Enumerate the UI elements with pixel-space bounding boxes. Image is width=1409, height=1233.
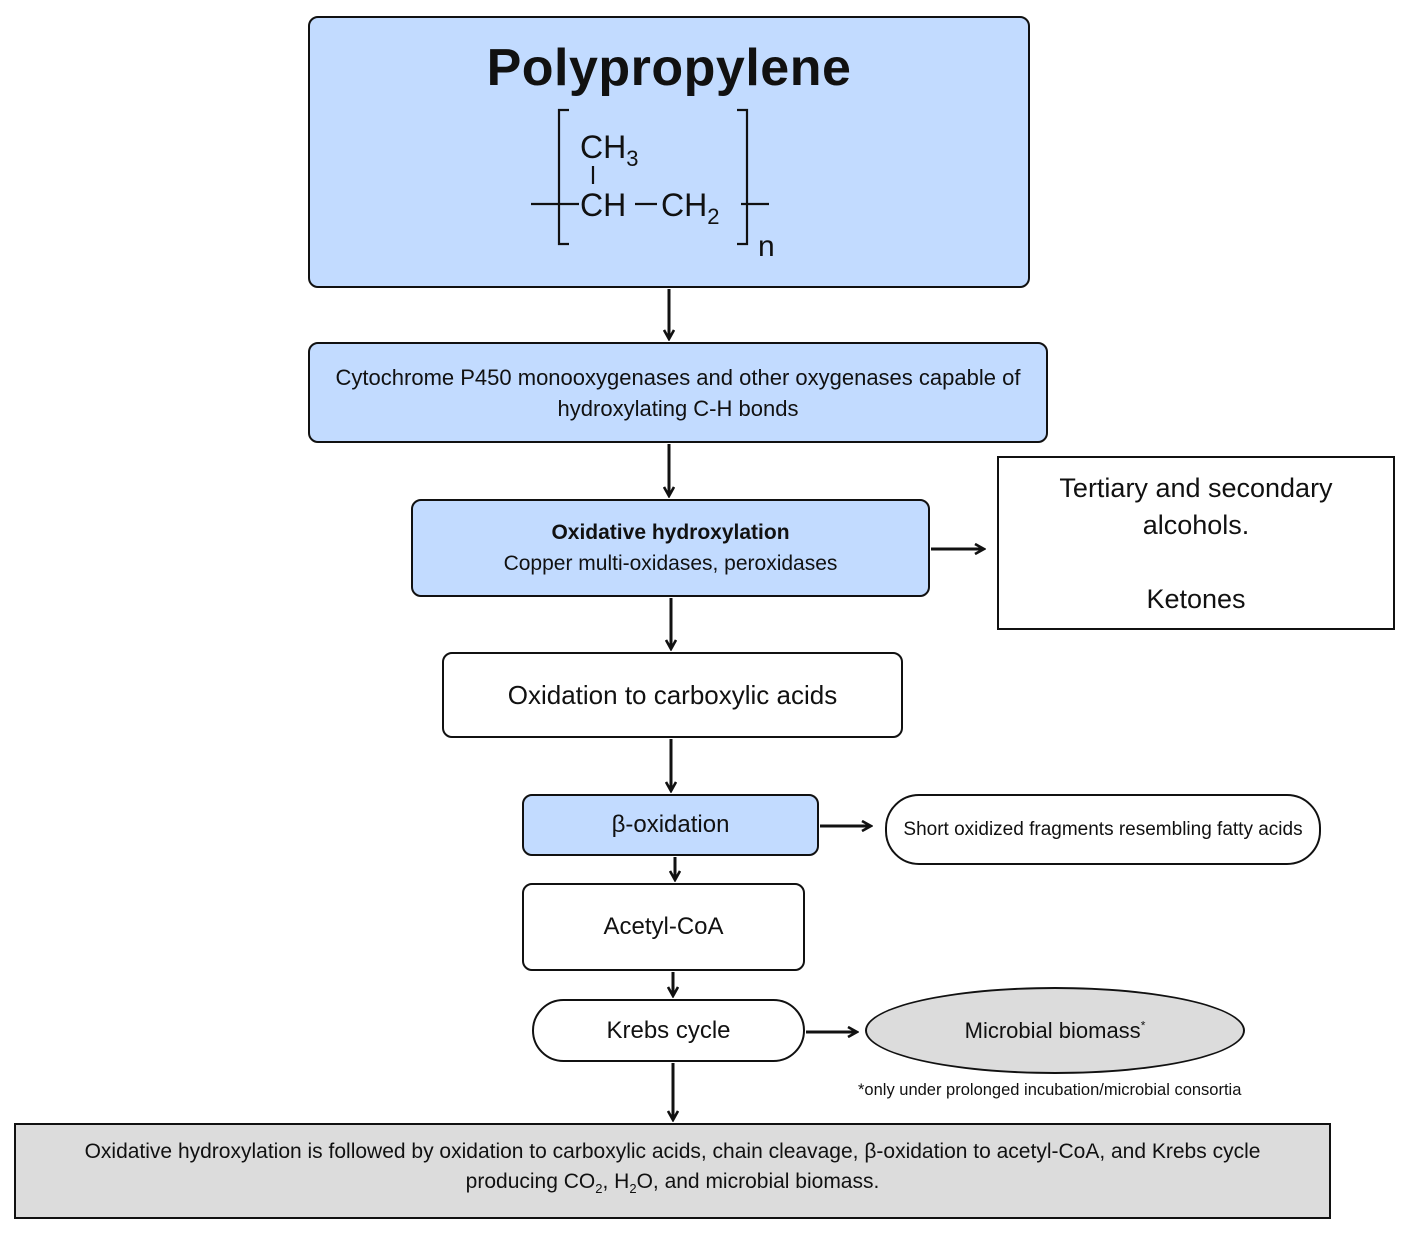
carboxylic-acids-text: Oxidation to carboxylic acids bbox=[507, 679, 838, 710]
oxidative-hydroxylation-subtitle: Copper multi-oxidases, peroxidases bbox=[503, 552, 838, 575]
fragments-text: Short oxidized fragments resembling fatt… bbox=[903, 819, 1303, 840]
struct-repeat-n: n bbox=[758, 230, 775, 263]
alcohols-text: Tertiary and secondary alcohols. bbox=[1059, 473, 1333, 540]
struct-top-group: CH bbox=[580, 129, 626, 165]
struct-chain-right: CH bbox=[661, 187, 707, 223]
beta-oxidation-box: β-oxidation bbox=[522, 794, 819, 856]
enzymes-box: Cytochrome P450 monooxygenases and other… bbox=[308, 342, 1048, 443]
krebs-cycle-text: Krebs cycle bbox=[606, 1016, 731, 1044]
svg-text:CH2: CH2 bbox=[661, 187, 719, 229]
microbial-biomass-mark: * bbox=[1140, 1018, 1146, 1033]
summary-text: Oxidative hydroxylation is followed by o… bbox=[84, 1140, 1261, 1197]
beta-oxidation-text: β-oxidation bbox=[611, 811, 730, 838]
oxidative-hydroxylation-title: Oxidative hydroxylation bbox=[551, 521, 790, 544]
acetyl-coa-text: Acetyl-CoA bbox=[603, 913, 724, 940]
enzymes-text: Cytochrome P450 monooxygenases and other… bbox=[335, 364, 1021, 421]
summary-box: Oxidative hydroxylation is followed by o… bbox=[14, 1123, 1331, 1219]
polypropylene-title: Polypropylene bbox=[486, 39, 852, 97]
struct-top-sub: 3 bbox=[626, 146, 638, 171]
krebs-cycle-box: Krebs cycle bbox=[532, 999, 805, 1062]
carboxylic-acids-box: Oxidation to carboxylic acids bbox=[442, 652, 903, 738]
oxidative-hydroxylation-box: Oxidative hydroxylation Copper multi-oxi… bbox=[411, 499, 930, 597]
struct-chain-right-sub: 2 bbox=[707, 204, 719, 229]
acetyl-coa-box: Acetyl-CoA bbox=[522, 883, 805, 971]
alcohols-ketones-box: Tertiary and secondary alcohols. Ketones bbox=[997, 456, 1395, 630]
microbial-biomass-text: Microbial biomass bbox=[964, 1017, 1141, 1043]
microbial-biomass-ellipse: Microbial biomass* bbox=[865, 987, 1245, 1074]
fragments-box: Short oxidized fragments resembling fatt… bbox=[885, 794, 1321, 865]
ketones-text: Ketones bbox=[1146, 584, 1246, 614]
struct-chain-left: CH bbox=[580, 187, 626, 223]
footnote: *only under prolonged incubation/microbi… bbox=[858, 1081, 1242, 1099]
svg-text:CH3: CH3 bbox=[580, 129, 638, 171]
polypropylene-box: Polypropylene CH3 CH CH2 n bbox=[308, 16, 1030, 288]
polypropylene-structure: CH3 CH CH2 n bbox=[531, 108, 775, 263]
